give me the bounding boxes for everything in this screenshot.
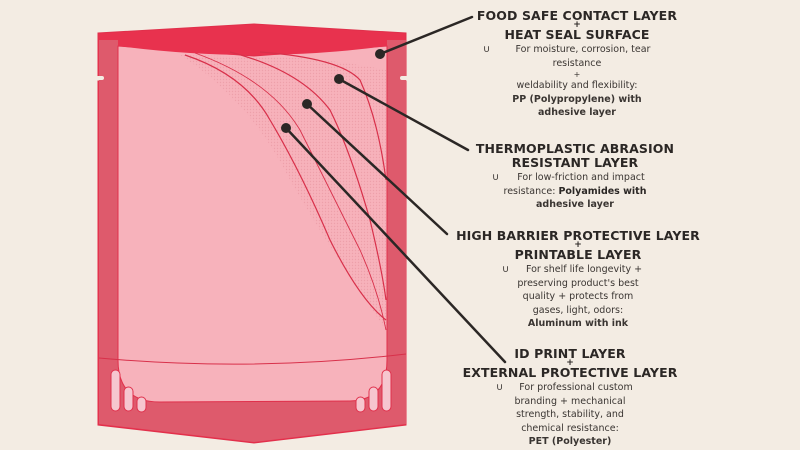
leader-line-food-safe bbox=[378, 15, 474, 56]
layer-desc: branding + mechanical bbox=[514, 395, 626, 407]
leader-dot-high-barrier bbox=[302, 99, 312, 109]
leader-dots bbox=[281, 49, 385, 133]
cup-icon: ∪ bbox=[496, 382, 504, 393]
plus-sign: + bbox=[566, 358, 574, 368]
layer-desc: preserving product's best bbox=[517, 277, 639, 289]
pouch-gauge-right bbox=[355, 369, 392, 413]
layer-desc: resistance: bbox=[503, 185, 559, 197]
layer-title-line2: PRINTABLE LAYER bbox=[514, 247, 642, 262]
layer-desc: For professional custom bbox=[519, 382, 633, 393]
leader-line-id-print bbox=[284, 126, 507, 364]
layer-desc: For low-friction and impact bbox=[517, 172, 645, 183]
layer-desc: For moisture, corrosion, tear bbox=[515, 44, 651, 55]
layer-title-line1: HIGH BARRIER PROTECTIVE LAYER bbox=[456, 228, 700, 243]
layer-title-line2: EXTERNAL PROTECTIVE LAYER bbox=[462, 365, 678, 380]
layer-material: Polyamides with bbox=[558, 185, 647, 197]
layer-title-line2: HEAT SEAL SURFACE bbox=[504, 27, 650, 42]
layer-label-high-barrier: HIGH BARRIER PROTECTIVE LAYER + PRINTABL… bbox=[450, 229, 706, 331]
cup-icon: ∪ bbox=[502, 264, 510, 275]
leader-lines bbox=[284, 15, 507, 364]
layer-desc: weldability and flexibility: bbox=[516, 80, 638, 91]
layer-desc: quality + protects from bbox=[522, 291, 634, 302]
layer-material: adhesive layer bbox=[538, 107, 616, 118]
layer-material: adhesive layer bbox=[536, 199, 614, 210]
layer-label-food-safe: FOOD SAFE CONTACT LAYER + HEAT SEAL SURF… bbox=[468, 9, 686, 120]
layer-title-line2: RESISTANT LAYER bbox=[511, 155, 639, 170]
layer-material: PET (Polyester) bbox=[528, 436, 612, 447]
leader-line-thermoplastic bbox=[337, 77, 470, 152]
layer-desc: strength, stability, and bbox=[516, 409, 624, 420]
layer-desc: chemical resistance: bbox=[521, 422, 619, 434]
layer-title-line1: ID PRINT LAYER bbox=[514, 346, 626, 361]
leader-dot-food-safe bbox=[375, 49, 385, 59]
layer-label-id-print: ID PRINT LAYER + EXTERNAL PROTECTIVE LAY… bbox=[458, 347, 682, 449]
plus-sign: + bbox=[573, 20, 581, 30]
layer-desc: For shelf life longevity + bbox=[525, 264, 643, 275]
desc-plus: + bbox=[573, 70, 581, 79]
cup-icon: ∪ bbox=[483, 44, 491, 55]
layer-label-thermoplastic: THERMOPLASTIC ABRASION RESISTANT LAYER ∪… bbox=[470, 142, 680, 212]
cup-icon: ∪ bbox=[492, 172, 500, 183]
layer-desc: gases, light, odors: bbox=[532, 304, 624, 316]
leader-dot-id-print bbox=[281, 123, 291, 133]
layer-material: PP (Polypropylene) with bbox=[512, 93, 642, 105]
peeled-layers bbox=[180, 51, 387, 331]
layer-material: Aluminum with ink bbox=[527, 318, 629, 329]
leader-dot-thermoplastic bbox=[334, 74, 344, 84]
plus-sign: + bbox=[574, 240, 582, 250]
layer-desc: resistance bbox=[552, 57, 602, 69]
pouch-gauge-left bbox=[110, 369, 147, 413]
leader-line-high-barrier bbox=[305, 102, 449, 236]
layer-title-line1: FOOD SAFE CONTACT LAYER bbox=[476, 8, 678, 23]
layer-title-line1: THERMOPLASTIC ABRASION bbox=[475, 141, 675, 156]
